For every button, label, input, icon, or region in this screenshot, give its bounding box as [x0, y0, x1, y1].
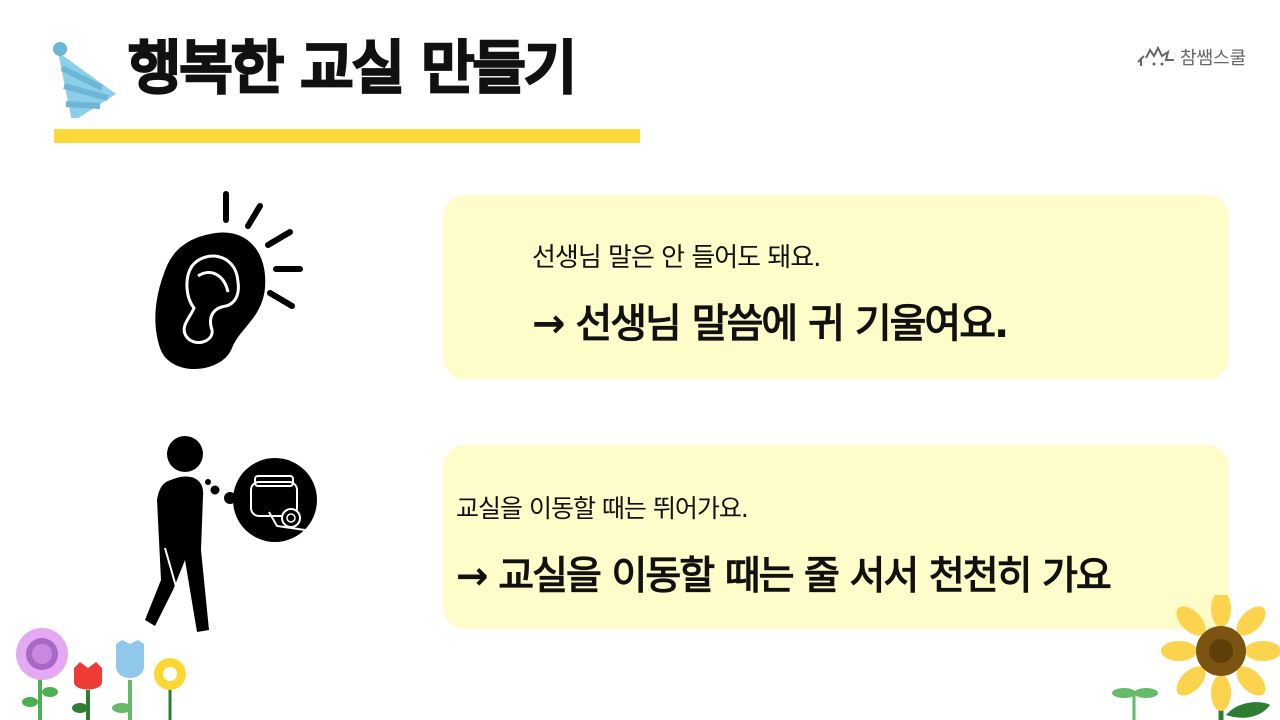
walking-person-snail-icon [145, 436, 317, 632]
rule-card-1: 선생님 말은 안 들어도 돼요. → 선생님 말씀에 귀 기울여요. [443, 195, 1229, 379]
sunflower-decoration-icon [1112, 595, 1280, 720]
page-title: 행복한 교실 만들기 [127, 33, 578, 103]
logo-text: 참쌤스쿨 [1180, 48, 1247, 69]
rule-after-text: → 선생님 말씀에 귀 기울여요. [532, 301, 1009, 347]
rule-after-text: → 교실을 이동할 때는 줄 서서 천천히 가요 [456, 554, 1112, 599]
flowers-decoration-icon [16, 628, 186, 720]
rule-card-2: 교실을 이동할 때는 뛰어가요. → 교실을 이동할 때는 줄 서서 천천히 가… [443, 445, 1229, 629]
brand-logo: 참쌤스쿨 [1136, 42, 1246, 72]
sparkle-icon [1137, 45, 1174, 66]
rule-before-text: 선생님 말은 안 들어도 돼요. [532, 243, 821, 273]
rule-before-text: 교실을 이동할 때는 뛰어가요. [456, 494, 749, 523]
title-underline [54, 129, 640, 143]
party-hat-icon [53, 42, 116, 118]
ear-icon [155, 191, 303, 370]
